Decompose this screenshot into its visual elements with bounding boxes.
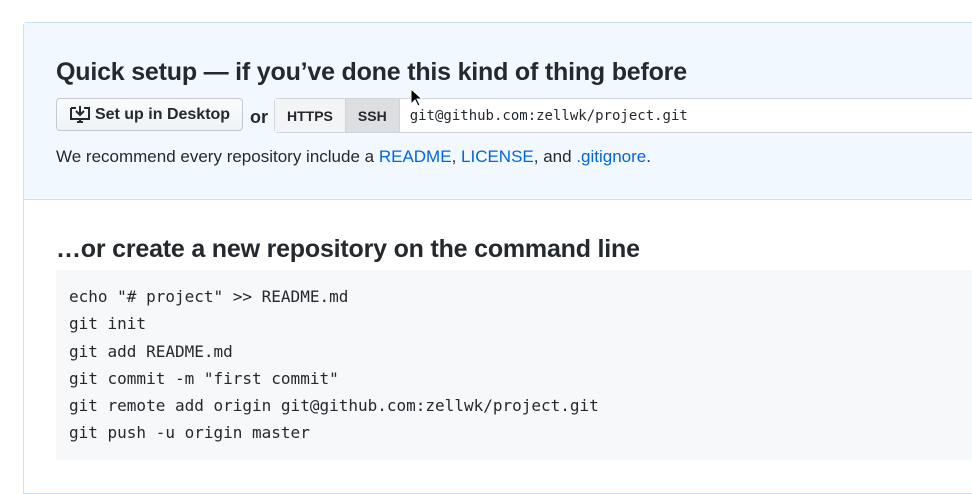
- tab-ssh[interactable]: SSH: [345, 99, 400, 132]
- code-line: git push -u origin master: [69, 423, 310, 443]
- code-line: git remote add origin git@github.com:zel…: [69, 396, 599, 416]
- clone-url-group: HTTPS SSH git@github.com:zellwk/project.…: [274, 98, 972, 133]
- license-link[interactable]: LICENSE: [461, 147, 534, 166]
- code-line: echo "# project" >> README.md: [69, 287, 349, 306]
- quick-setup-title: Quick setup — if you’ve done this kind o…: [56, 58, 687, 86]
- quick-setup-section: Quick setup — if you’ve done this kind o…: [24, 23, 972, 200]
- code-line: git init: [69, 314, 147, 334]
- period: .: [646, 147, 651, 166]
- sep: , and: [533, 147, 577, 166]
- recommend-prefix: We recommend every repository include a: [56, 147, 379, 166]
- setup-panel: Quick setup — if you’ve done this kind o…: [23, 22, 972, 494]
- readme-link[interactable]: README: [378, 147, 452, 166]
- command-line-title: …or create a new repository on the comma…: [56, 235, 640, 263]
- or-label: or: [250, 107, 268, 127]
- sep: ,: [451, 147, 462, 166]
- setup-in-desktop-label: Set up in Desktop: [94, 105, 231, 123]
- code-line: git commit -m "first commit": [69, 368, 339, 388]
- desktop-download-icon: [69, 105, 90, 123]
- mouse-cursor-icon: [410, 88, 424, 107]
- command-code-block: echo "# project" >> README.md git init git…: [56, 270, 972, 460]
- tab-https[interactable]: HTTPS: [275, 99, 346, 132]
- gitignore-link[interactable]: .gitignore: [576, 147, 647, 166]
- recommendation-text: We recommend every repository include a …: [56, 147, 651, 167]
- clone-url-input[interactable]: git@github.com:zellwk/project.git: [409, 107, 688, 124]
- setup-in-desktop-button[interactable]: Set up in Desktop: [56, 98, 243, 131]
- code-line: git add README.md: [69, 341, 233, 361]
